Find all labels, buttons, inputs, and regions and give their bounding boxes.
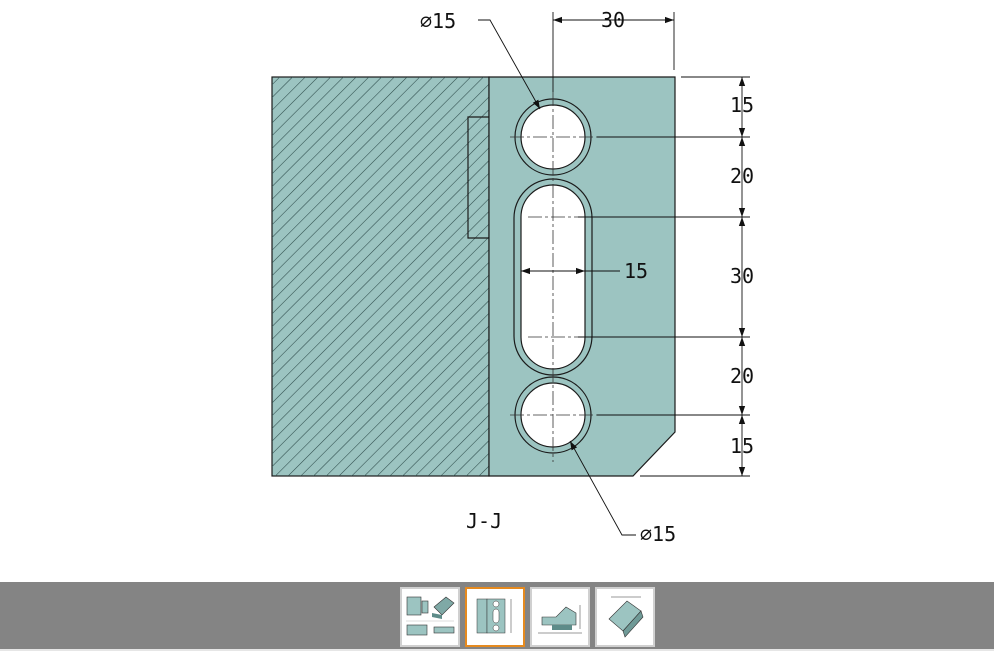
extension-lines: [552, 12, 750, 477]
thumbnail-4[interactable]: [595, 587, 655, 647]
vertical-dim-1: 15: [730, 93, 754, 117]
slot-width-label: 15: [624, 259, 648, 283]
thumbnail-bar: [0, 582, 994, 651]
vertical-dim-2: 20: [730, 164, 754, 188]
bar-edge: [0, 649, 994, 651]
notch-step: [467, 116, 489, 239]
vertical-dim-5: 15: [730, 434, 754, 458]
section-drawing: ∅15 30 15 15 20 30 20 15 ∅15 J-J: [271, 8, 754, 546]
vertical-dim-4: 20: [730, 364, 754, 388]
section-label: J-J: [466, 509, 502, 533]
drawing-viewer: ∅15 30 15 15 20 30 20 15 ∅15 J-J: [271, 8, 755, 546]
isometric-part-thumbnail-icon: [608, 596, 644, 638]
horizontal-offset-label: 30: [601, 8, 625, 32]
thumbnail-2[interactable]: [465, 587, 525, 647]
vertical-dim-3: 30: [730, 264, 754, 288]
bottom-hole-diameter-label: ∅15: [640, 522, 676, 546]
center-lines: [510, 92, 597, 462]
part-body: [271, 76, 676, 477]
thumbnail-3[interactable]: [530, 587, 590, 647]
side-view-thumbnail-icon: [538, 605, 582, 634]
top-hole-diameter-label: ∅15: [420, 9, 456, 33]
dimension-texts: ∅15 30 15 15 20 30 20 15 ∅15 J-J: [420, 8, 754, 546]
dimension-lines: [478, 16, 746, 536]
section-jj-thumbnail-icon: [476, 598, 512, 634]
thumbnail-1[interactable]: [400, 587, 460, 647]
assembly-views-thumbnail-icon: [406, 596, 455, 636]
